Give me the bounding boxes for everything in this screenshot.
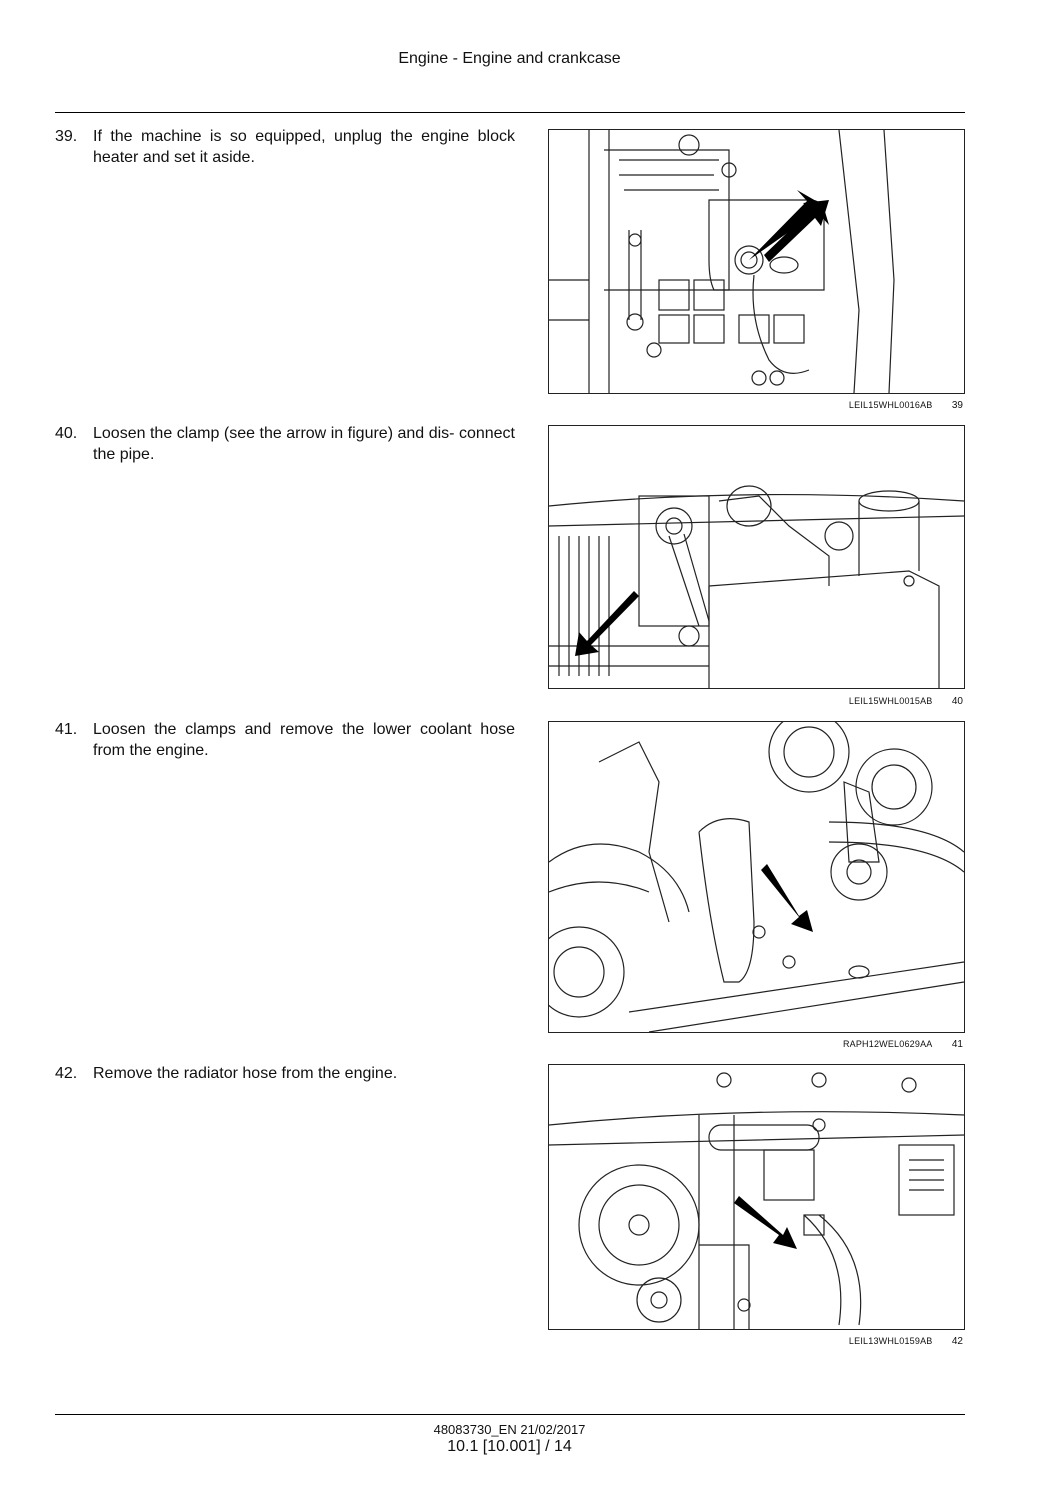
step-text: Loosen the clamp (see the arrow in figur…: [93, 425, 515, 463]
step-text: Remove the radiator hose from the engine…: [93, 1065, 398, 1082]
figure-40-caption: LEIL15WHL0015AB 40: [548, 696, 963, 707]
page-header-title: Engine - Engine and crankcase: [398, 50, 621, 67]
step-39: 39. If the machine is so equipped, unplu…: [55, 126, 515, 168]
figure-42-caption: LEIL13WHL0159AB 42: [548, 1336, 963, 1347]
step-text: If the machine is so equipped, unplug th…: [93, 128, 515, 166]
figure-code: RAPH12WEL0629AA: [842, 1039, 933, 1049]
step-number: 40.: [55, 425, 78, 442]
figure-number: 41: [951, 1039, 963, 1050]
footer-document-reference: 48083730_EN 21/02/2017: [433, 1422, 586, 1437]
footer-rule: [55, 1414, 965, 1415]
step-text: Loosen the clamps and remove the lower c…: [93, 721, 515, 759]
figure-41-illustration: [548, 721, 965, 1033]
step-41: 41. Loosen the clamps and remove the low…: [55, 719, 515, 761]
footer-page-reference: 10.1 [10.001] / 14: [447, 1438, 572, 1455]
figure-number: 42: [951, 1336, 963, 1347]
figure-39-caption: LEIL15WHL0016AB 39: [548, 400, 963, 411]
figure-40-illustration: [548, 425, 965, 689]
step-number: 42.: [55, 1065, 78, 1082]
figure-42-illustration: [548, 1064, 965, 1330]
step-42: 42. Remove the radiator hose from the en…: [55, 1063, 515, 1084]
step-40: 40. Loosen the clamp (see the arrow in f…: [55, 423, 515, 465]
figure-41-caption: RAPH12WEL0629AA 41: [548, 1039, 963, 1050]
figure-39-illustration: [548, 129, 965, 394]
figure-number: 40: [951, 696, 963, 707]
figure-code: LEIL13WHL0159AB: [848, 1336, 933, 1346]
figure-number: 39: [951, 400, 963, 411]
step-number: 39.: [55, 128, 78, 145]
figure-code: LEIL15WHL0016AB: [848, 400, 933, 410]
step-number: 41.: [55, 721, 78, 738]
figure-code: LEIL15WHL0015AB: [848, 696, 933, 706]
header-rule: [55, 112, 965, 113]
